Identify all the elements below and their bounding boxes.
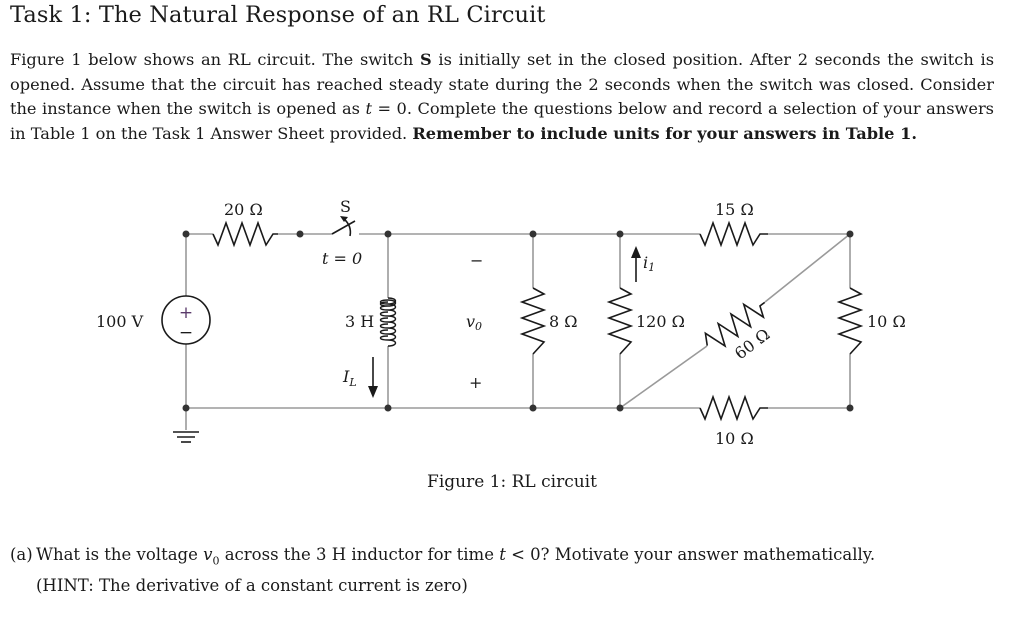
resistor-60-ohm (704, 301, 766, 348)
node (296, 230, 304, 238)
node (529, 230, 537, 238)
label-r8: 8 Ω (549, 312, 578, 331)
wire-diag-upper (764, 233, 851, 303)
node (846, 404, 854, 412)
intro-paragraph: Figure 1 below shows an RL circuit. The … (10, 48, 994, 146)
q-var-sub: 0 (212, 554, 220, 568)
resistor-20-ohm (212, 220, 278, 248)
resistor-15-ohm (699, 220, 768, 248)
label-r10-bottom: 10 Ω (715, 429, 754, 448)
label-r120: 120 Ω (636, 312, 685, 331)
label-il: IL (342, 367, 357, 389)
q-text-1: What is the voltage (36, 545, 204, 564)
voltage-source (161, 295, 211, 345)
label-r20: 20 Ω (224, 200, 263, 219)
circuit-nodes (182, 230, 854, 412)
switch-s (331, 216, 356, 237)
label-r60: 60 Ω (731, 325, 773, 363)
node (384, 230, 392, 238)
time-variable: t (365, 99, 372, 119)
label-v0: v0 (466, 312, 482, 333)
label-source: 100 V (96, 312, 144, 331)
q-var-v: v (203, 545, 213, 564)
label-r15: 15 Ω (715, 200, 754, 219)
resistor-10-ohm-bottom (699, 394, 768, 422)
q-text-3: < 0? Motivate your answer mathematically… (505, 545, 876, 564)
resistor-8-ohm (519, 287, 547, 355)
node (846, 230, 854, 238)
node (384, 404, 392, 412)
label-v0-minus: − (470, 251, 483, 270)
label-inductor: 3 H (345, 312, 374, 331)
node (182, 404, 190, 412)
source-minus: − (179, 323, 193, 343)
para-text-3: = 0. Complete the questions below and re… (10, 99, 994, 143)
inductor-3h (379, 297, 397, 347)
label-switch: S (340, 197, 351, 216)
question-a-text: What is the voltage v0 across the 3 H in… (36, 542, 1006, 573)
label-switch-time: t = 0 (322, 249, 362, 268)
question-a-hint: (HINT: The derivative of a constant curr… (36, 576, 468, 596)
resistor-120-ohm (606, 287, 634, 355)
i1-arrow-icon (631, 246, 641, 282)
switch-blade (331, 220, 356, 235)
resistor-10-ohm-right (836, 287, 864, 355)
switch-arrow-head (340, 216, 348, 222)
ground-icon (173, 431, 199, 443)
switch-name: S (420, 50, 432, 69)
question-a: (a) What is the voltage v0 across the 3 … (10, 542, 1006, 598)
label-v0-plus: + (469, 373, 482, 392)
il-arrow-icon (368, 357, 378, 398)
task-title: Task 1: The Natural Response of an RL Ci… (10, 2, 546, 28)
q-text-2: across the 3 H inductor for time (219, 545, 500, 564)
para-text-2: is initially set in the closed position.… (10, 50, 994, 119)
node (529, 404, 537, 412)
label-r10-right: 10 Ω (867, 312, 906, 331)
label-i1: i1 (643, 253, 655, 274)
figure-caption: Figure 1: RL circuit (427, 472, 597, 492)
source-plus: + (179, 303, 193, 323)
node (182, 230, 190, 238)
para-text-1: Figure 1 below shows an RL circuit. The … (10, 50, 421, 69)
units-reminder: Remember to include units for your answe… (412, 123, 918, 143)
q-var-t: t (499, 545, 506, 564)
question-a-label: (a) (10, 545, 33, 564)
wire-diag-lower (619, 345, 708, 409)
node (616, 230, 624, 238)
node (616, 404, 624, 412)
